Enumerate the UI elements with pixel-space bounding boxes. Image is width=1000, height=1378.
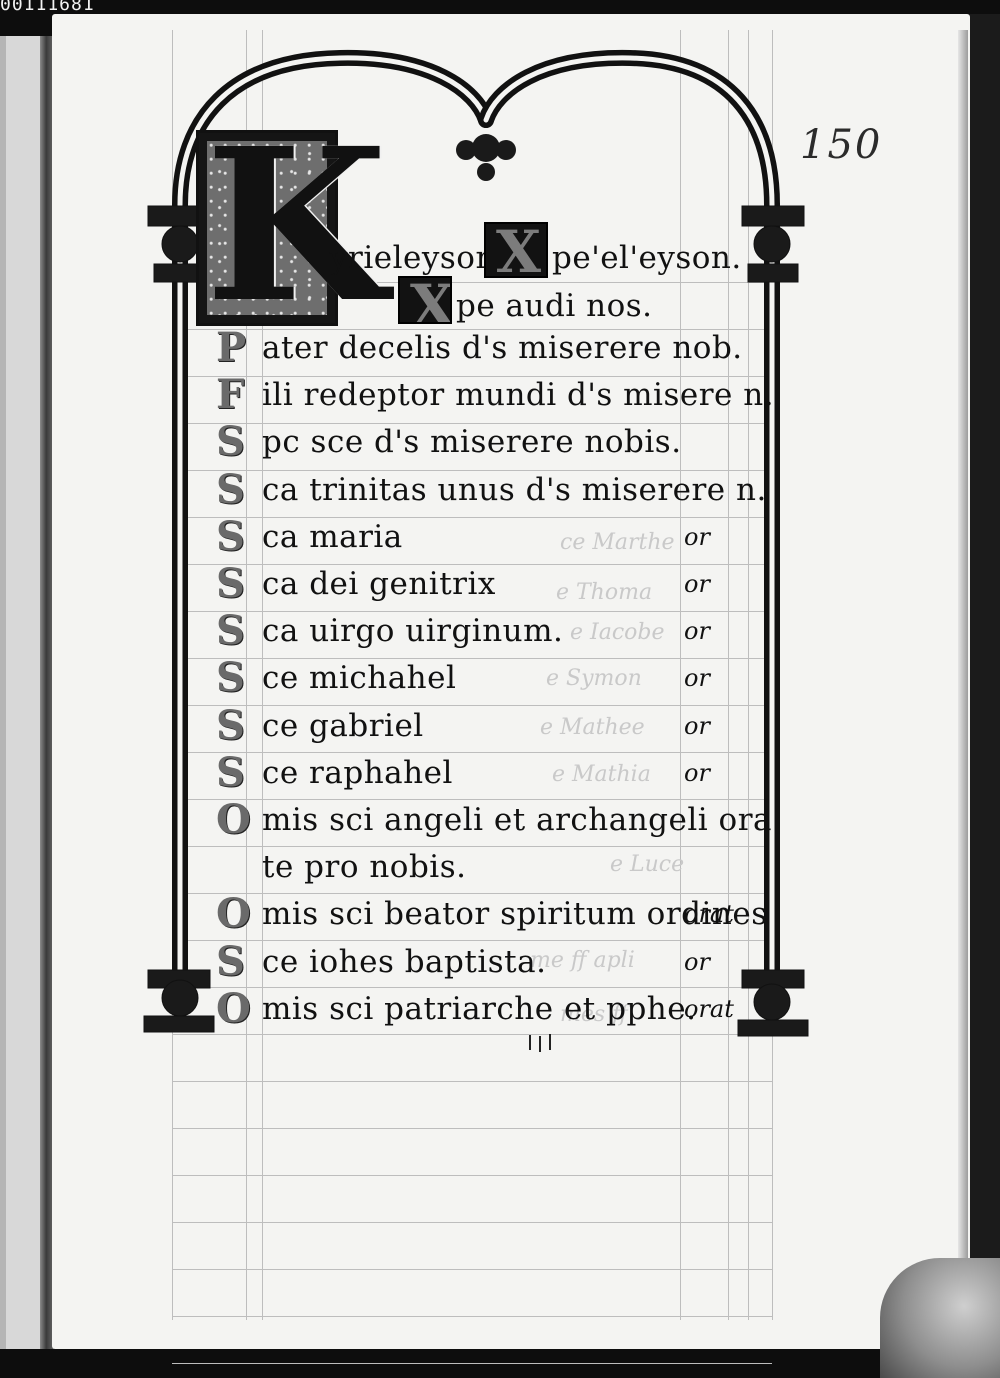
small-initial-x: X <box>484 222 548 278</box>
folio-number: 150 <box>800 122 883 168</box>
page-right-edge <box>958 30 968 1349</box>
line-initial: P <box>216 324 247 371</box>
ruling-line <box>680 30 681 1320</box>
horizontal-ruling-line <box>172 376 772 377</box>
line-initial: S <box>216 937 245 985</box>
horizontal-ruling-line <box>172 1128 772 1129</box>
horizontal-ruling-line <box>172 893 772 894</box>
line-text: ca dei genitrix <box>262 566 496 602</box>
line-text: ca uirgo uirginum. <box>262 613 564 650</box>
horizontal-ruling-line <box>172 423 772 424</box>
line-text: ce iohes baptista. <box>262 943 547 980</box>
ruling-line <box>748 30 749 1320</box>
line-text: mis sci patriarche et pphe. <box>262 990 697 1027</box>
response-mark: orat <box>684 994 734 1023</box>
horizontal-ruling-line <box>172 1316 772 1317</box>
horizontal-ruling-line <box>172 1175 772 1176</box>
horizontal-ruling-line <box>172 658 772 659</box>
line-initial: F <box>216 371 245 419</box>
ghost-text: mes ff <box>560 1002 628 1027</box>
horizontal-ruling-line <box>172 1034 772 1035</box>
line-text: ce raphahel <box>262 754 453 791</box>
line-initial: S <box>216 418 245 466</box>
response-mark: or <box>684 570 710 598</box>
ghost-text: e Iacobe <box>570 620 665 645</box>
ruling-line <box>262 30 263 1320</box>
response-mark: or <box>684 711 710 740</box>
line-text: ca maria <box>262 518 403 555</box>
line-text: mis sci beator spiritum ordines <box>262 896 768 933</box>
line-initial: S <box>216 512 245 560</box>
horizontal-ruling-line <box>172 705 772 706</box>
line-initial: O <box>216 984 251 1032</box>
initial-letter: K <box>205 102 388 349</box>
horizontal-ruling-line <box>172 611 772 612</box>
ghost-text: e Symon <box>546 666 642 691</box>
horizontal-ruling-line <box>172 282 772 283</box>
line-text: mis sci angeli et archangeli ora <box>262 802 773 838</box>
line-text: ater decelis d's miserere nob. <box>262 330 743 366</box>
catalog-id: 00111681 <box>0 0 95 15</box>
ghost-text: e Mathia <box>552 762 651 787</box>
line-initial: O <box>216 796 251 843</box>
heading-line-text: yrieleyson, <box>330 240 507 276</box>
line-initial: S <box>216 465 245 513</box>
horizontal-ruling-line <box>172 564 772 565</box>
horizontal-ruling-line <box>172 799 772 800</box>
line-initial: S <box>216 560 245 607</box>
second-line-text: pe audi nos. <box>456 288 653 324</box>
horizontal-ruling-line <box>172 1081 772 1082</box>
line-initial: S <box>216 748 245 796</box>
book-spine <box>40 36 54 1349</box>
ghost-text: e Luce <box>610 852 685 877</box>
line-text: pc sce d's miserere nobis. <box>262 424 682 461</box>
response-mark: or <box>684 758 710 787</box>
ghost-text: e Thoma <box>556 580 653 605</box>
line-text: ili redeptor mundi d's misere n. <box>262 377 775 414</box>
line-text: te pro nobis. <box>262 849 467 886</box>
decorative-arch-frame <box>143 49 809 1052</box>
response-mark: or <box>684 947 710 976</box>
horizontal-ruling-line <box>172 1222 772 1223</box>
line-text: ce gabriel <box>262 707 424 744</box>
line-initial: S <box>216 607 245 655</box>
horizontal-ruling-line <box>172 940 772 941</box>
small-initial-x-2: X <box>398 276 452 324</box>
left-page-border <box>0 36 6 1349</box>
horizontal-ruling-line <box>172 1269 772 1270</box>
line-text: ca trinitas unus d's miserere n. <box>262 471 767 508</box>
ghost-text: ce Marthe <box>560 530 675 555</box>
line-initial: O <box>216 890 251 938</box>
heading-line-text-2: pe'el'eyson. <box>552 240 742 276</box>
horizontal-ruling-line <box>172 987 772 988</box>
response-mark: or <box>684 664 710 693</box>
horizontal-ruling-line <box>172 329 772 330</box>
horizontal-ruling-line <box>172 1363 772 1364</box>
line-initial: S <box>216 654 245 702</box>
ghost-text: me ff apli <box>530 948 635 973</box>
line-text: ce michahel <box>262 660 457 697</box>
horizontal-ruling-line <box>172 470 772 471</box>
response-mark: or <box>684 522 710 551</box>
response-mark: orat <box>684 900 734 929</box>
right-background <box>965 14 1000 1349</box>
ruling-line <box>728 30 729 1320</box>
initial-decoration <box>207 141 327 315</box>
ruling-line <box>246 30 247 1320</box>
horizontal-ruling-line <box>172 846 772 847</box>
line-initial: S <box>216 701 245 749</box>
left-page-edge <box>0 36 46 1349</box>
response-mark: or <box>684 617 710 646</box>
ghost-text: e Mathee <box>540 715 645 740</box>
horizontal-ruling-line <box>172 517 772 518</box>
horizontal-ruling-line <box>172 752 772 753</box>
illuminated-initial-k: K <box>196 121 388 331</box>
